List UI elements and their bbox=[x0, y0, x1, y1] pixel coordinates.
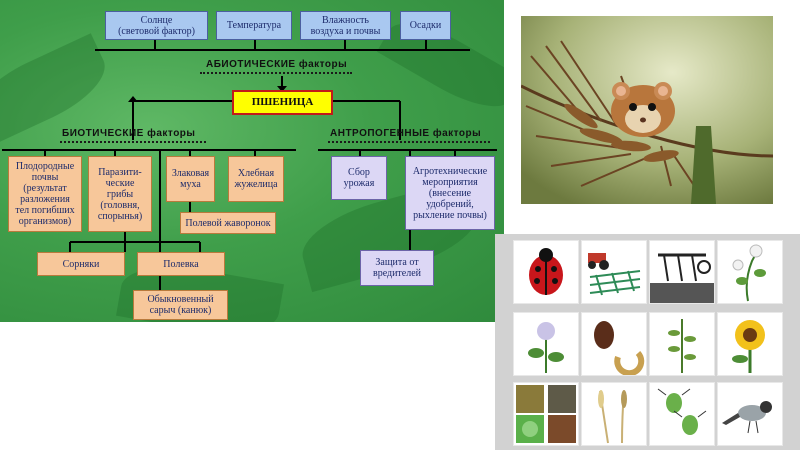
wagtail-bird-image bbox=[717, 382, 783, 446]
cereal-fly-box: Злаковая муха bbox=[166, 156, 215, 202]
ladybug-image bbox=[513, 240, 579, 304]
clover-plant-image bbox=[513, 312, 579, 376]
fertile-soil-box: Плодородные почвы (результат разложения … bbox=[8, 156, 82, 232]
illustration-gallery bbox=[495, 234, 800, 450]
agrotech-box: Агротехнические мероприятия (внесение уд… bbox=[405, 156, 495, 230]
mouse-figure bbox=[611, 82, 675, 137]
pest-protection-box: Защита от вредителей bbox=[360, 250, 434, 286]
aphids-image bbox=[649, 382, 715, 446]
kestrel-box: Обыкновенный сарыч (канюк) bbox=[133, 290, 228, 320]
vole-box: Полевка bbox=[137, 252, 225, 276]
grain-beetle-box: Хлебная жужелица bbox=[228, 156, 284, 202]
harvest-box: Сбор урожая bbox=[331, 156, 387, 200]
abiotic-underline bbox=[200, 72, 352, 74]
biotic-factors-label: БИОТИЧЕСКИЕ факторы bbox=[62, 128, 196, 139]
sun-factor-box: Солнце (световой фактор) bbox=[105, 11, 208, 40]
temperature-box: Температура bbox=[216, 11, 292, 40]
weeds-box: Сорняки bbox=[37, 252, 125, 276]
mouse-photo bbox=[521, 16, 773, 204]
tractor-harrow-image bbox=[581, 240, 647, 304]
wheat-ears-image bbox=[581, 382, 647, 446]
biotic-underline bbox=[60, 141, 206, 143]
weed-plant-image bbox=[649, 312, 715, 376]
ground-beetle-larva-image bbox=[581, 312, 647, 377]
plough-image bbox=[649, 240, 715, 304]
parasitic-fungi-box: Паразити- ческие грибы (головня, спорынь… bbox=[88, 156, 152, 232]
abiotic-factors-label: АБИОТИЧЕСКИЕ факторы bbox=[206, 59, 348, 70]
wheat-center-box: ПШЕНИЦА bbox=[232, 90, 333, 115]
skylark-box: Полевой жаворонок bbox=[180, 212, 276, 234]
anthropogenic-factors-label: АНТРОПОГЕННЫЕ факторы bbox=[330, 128, 482, 139]
anthropogenic-underline bbox=[328, 141, 490, 143]
sunflower-image bbox=[717, 312, 783, 376]
grain-seeds-image bbox=[513, 382, 579, 446]
mouse-on-wheat-ear bbox=[521, 16, 773, 204]
humidity-box: Влажность воздуха и почвы bbox=[300, 11, 391, 40]
precipitation-box: Осадки bbox=[400, 11, 451, 40]
ecological-factors-diagram: Солнце (световой фактор) Температура Вла… bbox=[0, 0, 504, 322]
bindweed-plant-image bbox=[717, 240, 783, 304]
